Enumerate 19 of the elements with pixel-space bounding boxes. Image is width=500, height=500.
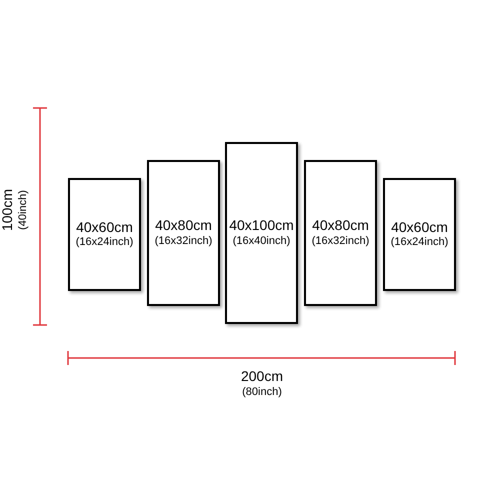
canvas-panel: [225, 142, 298, 324]
dimension-label: 100cm: [0, 188, 16, 232]
size-cm-label: 40x60cm: [391, 218, 448, 236]
size-cm-label: 40x80cm: [312, 217, 369, 235]
canvas-panel: [68, 178, 141, 291]
canvas-panel: [147, 160, 220, 306]
size-inch-label: (16x24inch): [390, 236, 448, 250]
dimension-label: (40inch): [16, 190, 30, 230]
size-cm-label: 40x100cm: [229, 217, 294, 235]
size-inch-label: (16x24inch): [76, 236, 134, 250]
size-inch-label: (16x40inch): [232, 234, 290, 249]
dimension-label: 200cm: [240, 368, 284, 386]
canvas-panel: [304, 160, 377, 306]
size-cm-label: 40x80cm: [155, 217, 212, 235]
size-inch-label: (16x32inch): [154, 234, 212, 249]
size-cm-label: 40x60cm: [76, 218, 133, 236]
canvas-panel: [383, 178, 456, 291]
dimension-label: (80inch): [242, 386, 282, 400]
size-inch-label: (16x32inch): [312, 234, 370, 249]
